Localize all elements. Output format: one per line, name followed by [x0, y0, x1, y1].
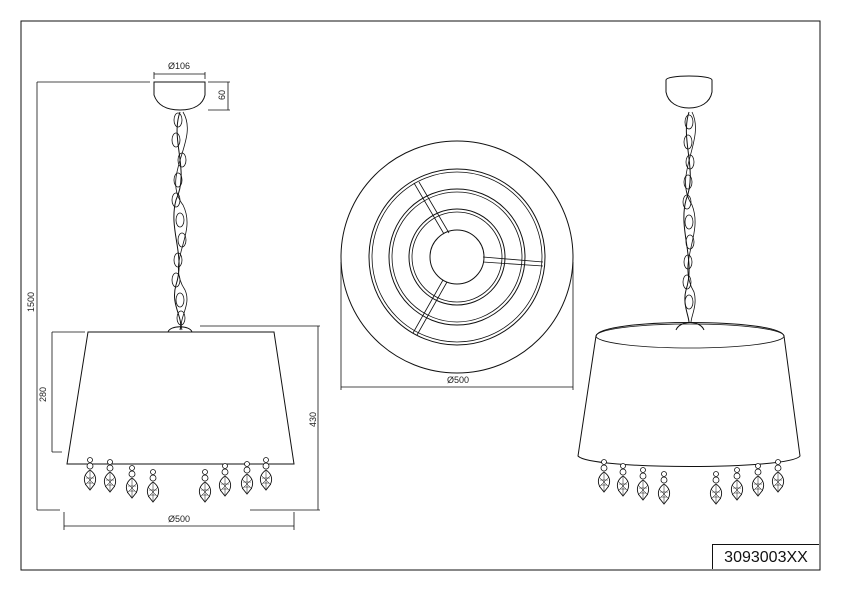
dim-shade-diameter-top: Ø500 [447, 375, 469, 385]
dim-overall-shade-height: 430 [308, 412, 318, 427]
dim-canopy-height: 60 [217, 90, 227, 100]
top-view-center: Ø500 [340, 140, 574, 390]
outer-circle [340, 140, 574, 374]
canopy-3d [665, 80, 713, 109]
article-number: 3093003XX [712, 544, 819, 569]
cable [175, 111, 188, 331]
inner-ring [429, 229, 485, 285]
chain [173, 111, 182, 331]
dim-shade-diameter-side: Ø500 [168, 514, 190, 524]
drawing-frame [20, 20, 821, 571]
dim-shade-height: 280 [38, 387, 48, 402]
lamp-shade [66, 331, 295, 465]
dim-total-height: 1500 [26, 292, 36, 312]
dim-canopy-diameter: Ø106 [168, 61, 190, 71]
chain-links [171, 112, 187, 326]
side-view-left: Ø106 60 1500 280 430 Ø500 [26, 61, 320, 530]
lamp-shade-3d [577, 322, 801, 467]
perspective-view-right [577, 75, 801, 505]
canopy [153, 81, 206, 111]
